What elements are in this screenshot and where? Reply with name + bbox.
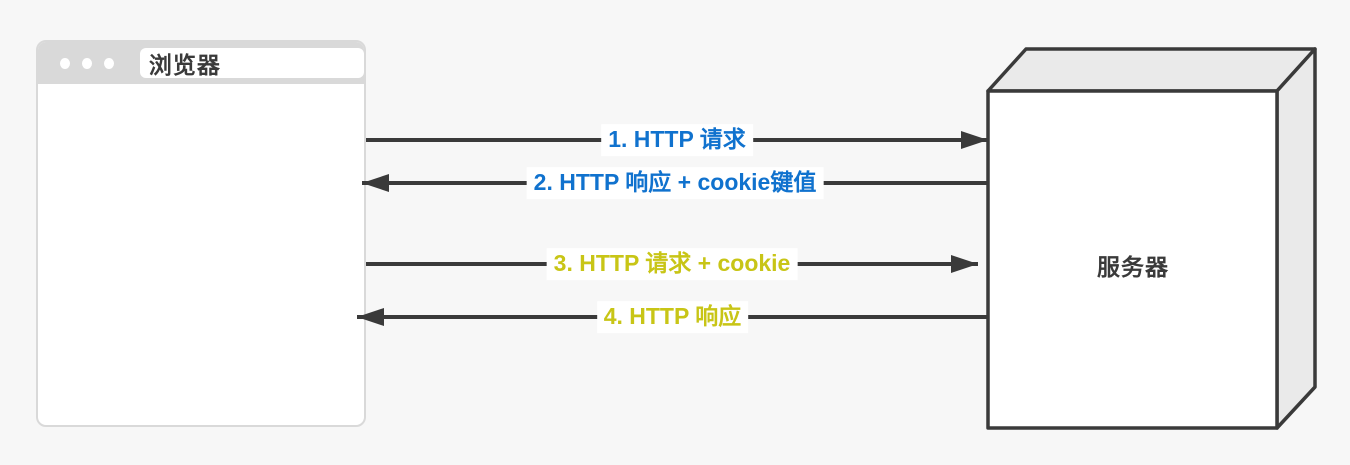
server-box-front-face	[986, 89, 1279, 430]
browser-title: 浏览器	[139, 48, 364, 78]
arrowhead-right-icon	[951, 255, 978, 273]
arrow-label-1: 1. HTTP 请求	[601, 124, 753, 156]
browser-titlebar: 浏览器	[38, 42, 364, 84]
browser-window: 浏览器	[36, 40, 366, 427]
window-dot-icon	[60, 57, 70, 69]
arrow-label-2: 2. HTTP 响应 + cookie键值	[526, 167, 824, 199]
arrow-step-4: 4. HTTP 响应	[357, 301, 988, 333]
server-box	[986, 47, 1317, 430]
arrowhead-right-icon	[961, 131, 988, 149]
window-dot-icon	[103, 57, 114, 69]
server-box-top-face	[986, 47, 1317, 93]
arrowhead-left-icon	[362, 174, 389, 192]
arrow-label-3: 3. HTTP 请求 + cookie	[546, 248, 798, 280]
server-box-right-face	[1275, 47, 1317, 430]
window-dot-icon	[81, 57, 92, 69]
arrow-step-3: 3. HTTP 请求 + cookie	[366, 248, 978, 280]
arrowhead-left-icon	[357, 308, 384, 326]
arrow-step-2: 2. HTTP 响应 + cookie键值	[362, 167, 988, 199]
arrow-step-1: 1. HTTP 请求	[366, 124, 988, 156]
server-label: 服务器	[1097, 254, 1169, 280]
arrow-label-4: 4. HTTP 响应	[596, 301, 749, 333]
